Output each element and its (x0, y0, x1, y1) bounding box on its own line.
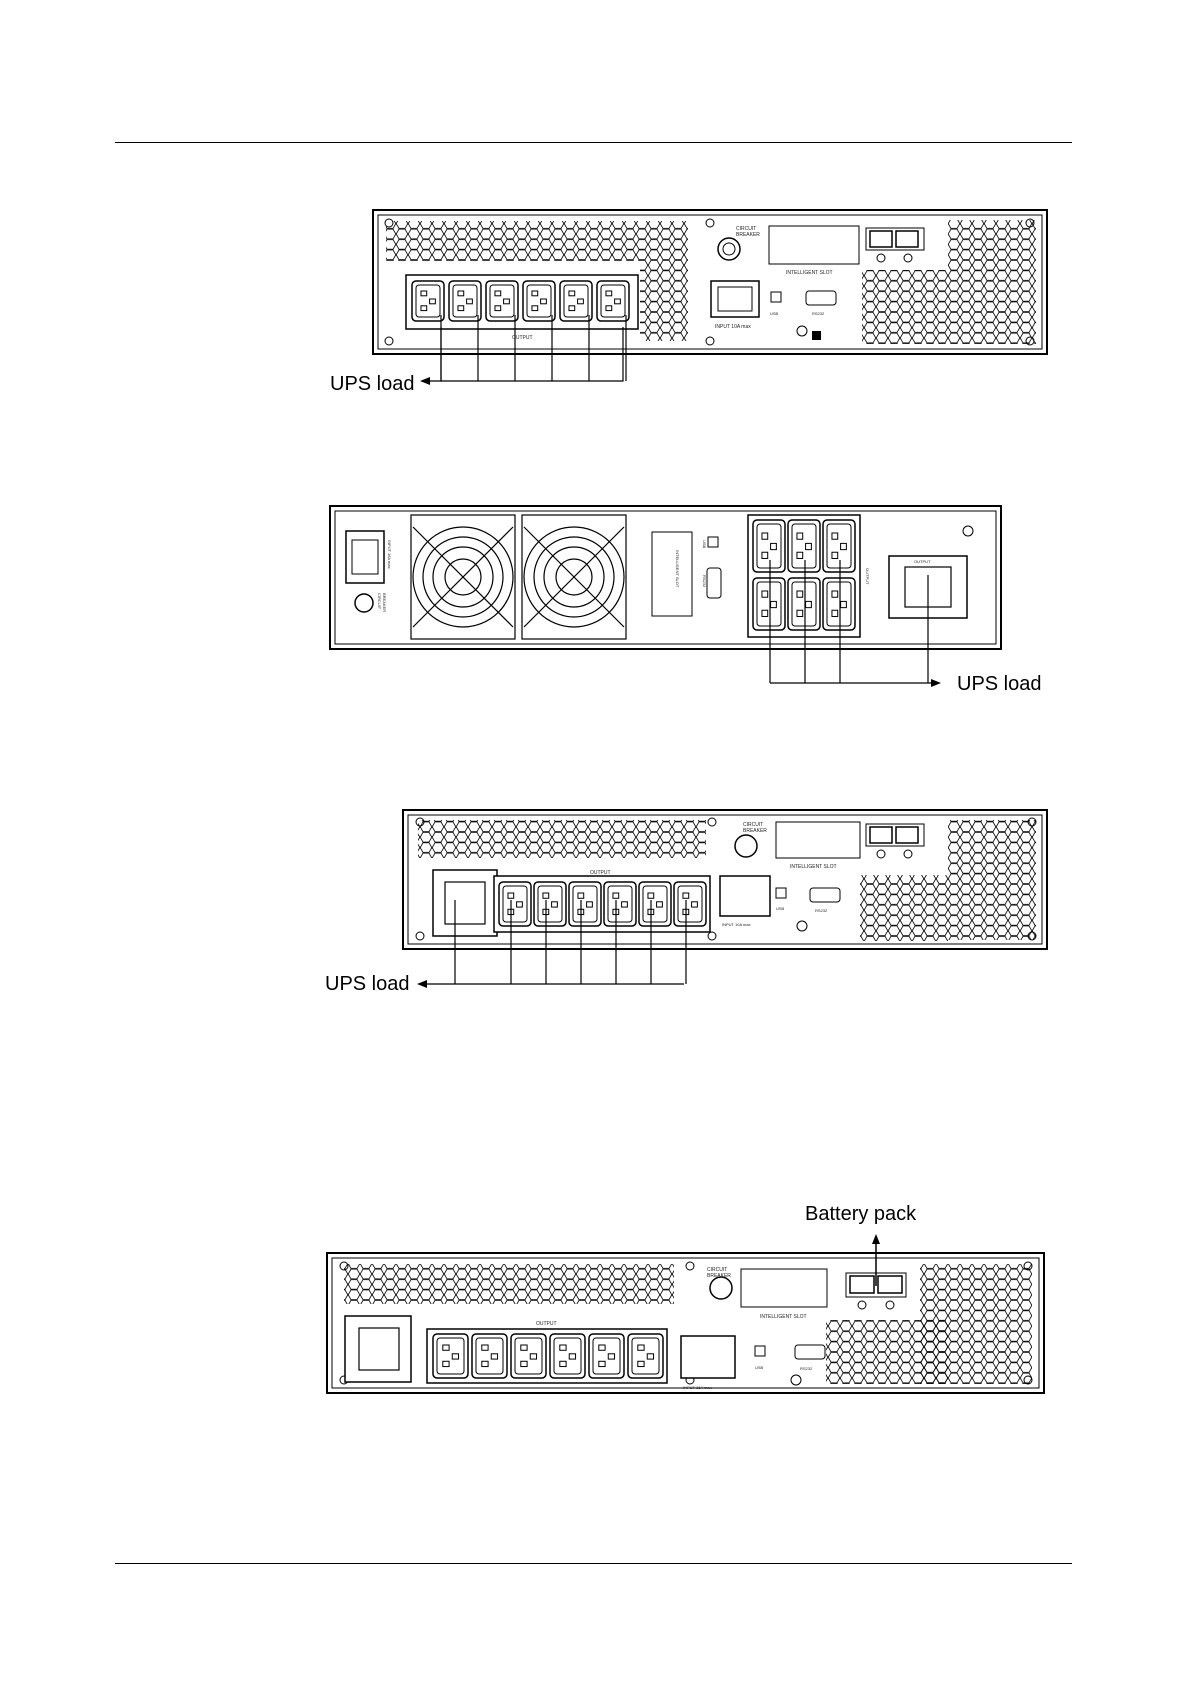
output-socket (498, 881, 532, 927)
rs232-label-4: RS232 (800, 1366, 813, 1371)
output-socket (588, 1333, 625, 1379)
output-socket (787, 519, 821, 573)
output-socket (533, 881, 567, 927)
ups-load-callout-1: UPS load (330, 373, 415, 395)
breaker-label-3a: CIRCUIT (743, 822, 763, 828)
breaker-label-4b: BREAKER (707, 1273, 731, 1279)
ups-rear-figure-4: CIRCUIT BREAKER INTELLIGENT SLOT OUTPUT … (326, 1203, 1045, 1394)
output-socket (559, 280, 593, 322)
rs232-label: RS232 (812, 311, 825, 316)
circuit-breaker: CIRCUIT BREAKER (717, 226, 760, 261)
output-socket (752, 519, 786, 573)
output-socket (596, 280, 630, 322)
usb-label-3: USB (776, 906, 785, 911)
slot-label-2: INTELLIGENT SLOT (675, 550, 680, 588)
output-socket (638, 881, 672, 927)
output-socket (510, 1333, 547, 1379)
input-label-4: INPUT 16A max (683, 1385, 712, 1390)
output-socket (568, 881, 602, 927)
fan-left (410, 514, 516, 640)
breaker-label-2b: BREAKER (382, 593, 387, 612)
usb-label-2: USB (702, 540, 707, 549)
slot-label: INTELLIGENT SLOT (786, 270, 833, 276)
output-socket (485, 280, 519, 322)
output-socket (752, 577, 786, 631)
output-socket (627, 1333, 664, 1379)
output-socket (432, 1333, 469, 1379)
output-label-2a: OUTPUT (865, 568, 870, 585)
output-label-2b: OUTPUT (914, 559, 931, 564)
breaker-label-3b: BREAKER (743, 828, 767, 834)
ups-rear-figure-3: CIRCUIT BREAKER INTELLIGENT SLOT OUTPUT … (325, 809, 1048, 995)
output-socket (549, 1333, 586, 1379)
breaker-label-2a: CIRCUIT (377, 593, 382, 610)
breaker-label-4a: CIRCUIT (707, 1267, 727, 1273)
output-socket (673, 881, 707, 927)
ups-rear-figure-2: INPUT 16A max CIRCUIT BREAKER INTELLIGEN… (329, 505, 1042, 695)
footer-rule (115, 1563, 1072, 1564)
header-rule (115, 142, 1072, 143)
rs232-label-2: RS232 (702, 575, 707, 588)
output-label-3: OUTPUT (590, 870, 611, 876)
rs232-label-3: RS232 (815, 908, 828, 913)
breaker-label-2: BREAKER (736, 232, 760, 238)
output-socket (787, 577, 821, 631)
input-label: INPUT 10A max (715, 324, 751, 330)
usb-label-4: USB (755, 1365, 764, 1370)
output-socket (603, 881, 637, 927)
slot-label-4: INTELLIGENT SLOT (760, 1314, 807, 1320)
ups-load-callout-2: UPS load (957, 673, 1042, 695)
ups-rear-figure-1: CIRCUIT BREAKER INTELLIGENT SLOT OUTPUT … (330, 209, 1048, 395)
input-label-2: INPUT 16A max (387, 540, 392, 569)
output-label: OUTPUT (512, 335, 533, 341)
input-label-3: INPUT 10A max (722, 922, 751, 927)
output-socket (471, 1333, 508, 1379)
fan-right (521, 514, 627, 640)
usb-label: USB (770, 311, 779, 316)
output-socket (822, 577, 856, 631)
ups-load-callout-3: UPS load (325, 973, 410, 995)
output-bank: OUTPUT (405, 274, 639, 341)
output-label-4: OUTPUT (536, 1321, 557, 1327)
output-socket (448, 280, 482, 322)
output-socket (822, 519, 856, 573)
output-socket (522, 280, 556, 322)
breaker-label-1: CIRCUIT (736, 226, 756, 232)
slot-label-3: INTELLIGENT SLOT (790, 864, 837, 870)
output-socket (411, 280, 445, 322)
battery-pack-callout: Battery pack (805, 1203, 917, 1225)
